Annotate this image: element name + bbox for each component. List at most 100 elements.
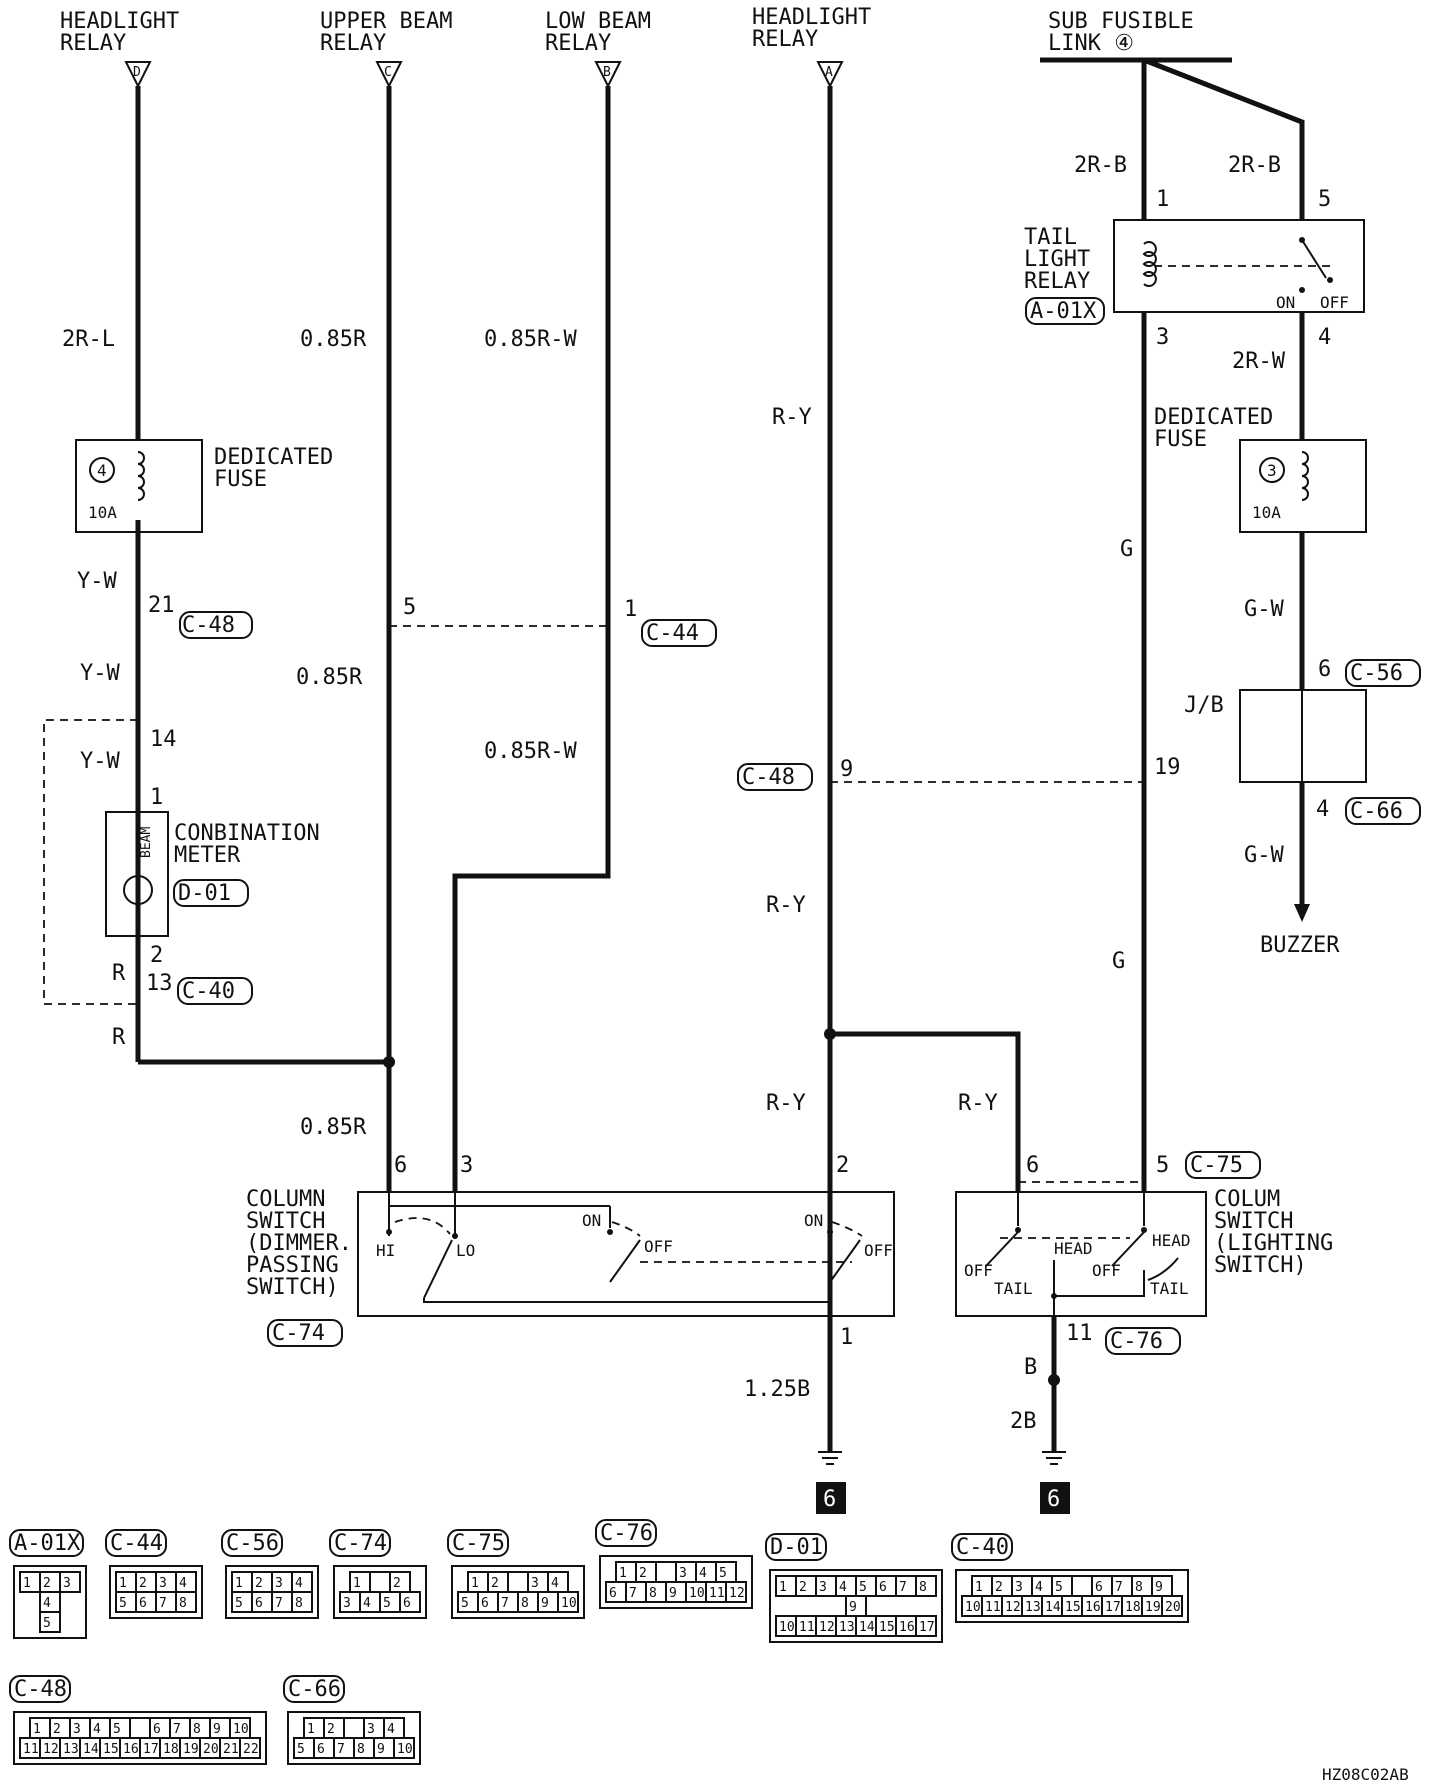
- connector-pin-number: 6: [153, 1722, 161, 1737]
- connector-pin-cell: [655, 1561, 677, 1583]
- dashed-enclosure: [43, 719, 138, 1005]
- connector-pin-number: 7: [899, 1580, 907, 1595]
- connector-pin-number: 4: [699, 1566, 707, 1581]
- connector-pin-number: 12: [1005, 1600, 1021, 1615]
- pin-label: 6: [1026, 1153, 1039, 1178]
- connector-pin-number: 4: [179, 1576, 187, 1591]
- connector-pin-number: 8: [521, 1596, 529, 1611]
- wire-column-1: [135, 86, 395, 1068]
- connector-diagram-label: C-75: [452, 1531, 505, 1556]
- connector-pin-number: 2: [393, 1576, 401, 1591]
- terminal-flag-d: D: [124, 61, 152, 89]
- svg-text:4: 4: [97, 461, 107, 480]
- pin-label: 6: [1318, 657, 1331, 682]
- svg-text:ON: ON: [804, 1211, 823, 1230]
- connector-pin-number: 5: [719, 1566, 727, 1581]
- connector-pin-number: 22: [243, 1742, 259, 1757]
- connector-pin-number: 9: [1155, 1580, 1163, 1595]
- pin-label: 4: [1318, 325, 1331, 350]
- connector-pin-number: 11: [799, 1620, 815, 1635]
- wire-label: R-Y: [772, 405, 812, 430]
- connector-pin-number: 5: [119, 1596, 127, 1611]
- connector-pin-number: 4: [551, 1576, 559, 1591]
- svg-text:HEAD: HEAD: [1152, 1231, 1191, 1250]
- dedicated-fuse-3: 3 10A: [1239, 439, 1367, 533]
- svg-text:D: D: [133, 65, 141, 80]
- wire-label: R: [112, 961, 126, 986]
- connector-pin-number: 9: [541, 1596, 549, 1611]
- connector-diagram-label: C-74: [334, 1531, 387, 1556]
- connector-diagram-label: C-40: [956, 1535, 1009, 1560]
- wire-label: 0.85R-W: [484, 739, 577, 764]
- connector-pin-cell: [1071, 1575, 1093, 1597]
- connector-pin-number: 20: [203, 1742, 219, 1757]
- connector-pin-number: 6: [255, 1596, 263, 1611]
- connector-pin-number: 2: [139, 1576, 147, 1591]
- connector-pin-number: 6: [609, 1586, 617, 1601]
- connector-pin-number: 5: [461, 1596, 469, 1611]
- ground-icon: 6: [816, 1451, 846, 1514]
- connector-pin-number: 8: [357, 1742, 365, 1757]
- connector-outline: [267, 1319, 343, 1347]
- connector-pin-number: 5: [113, 1722, 121, 1737]
- connector-pin-number: 11: [709, 1586, 725, 1601]
- svg-text:ON: ON: [1276, 293, 1295, 312]
- connector-pin-number: 13: [63, 1742, 79, 1757]
- svg-text:TAIL: TAIL: [1150, 1279, 1189, 1298]
- connector-pin-number: 10: [397, 1742, 413, 1757]
- wire-fusible-feed: [1141, 57, 1305, 220]
- connector-pin-number: 2: [639, 1566, 647, 1581]
- pin-label: 1: [150, 785, 163, 810]
- connector-pin-number: 6: [1095, 1580, 1103, 1595]
- meter-connector-label: D-01: [178, 881, 231, 906]
- dedicated-fuse-4: 4 10A: [75, 439, 203, 533]
- connector-pin-number: 3: [531, 1576, 539, 1591]
- connector-pin-number: 2: [53, 1722, 61, 1737]
- pin-label: 14: [150, 727, 177, 752]
- connector-pin-number: 8: [919, 1580, 927, 1595]
- connector-pin-cell: [239, 1737, 261, 1759]
- connector-diagram-label: A-01X: [14, 1531, 81, 1556]
- connector-pin-number: 15: [1065, 1600, 1081, 1615]
- connector-pin-number: 4: [93, 1722, 101, 1737]
- pin-label: 11: [1066, 1321, 1093, 1346]
- connector-pin-number: 7: [501, 1596, 509, 1611]
- connector-pin-number: 18: [1125, 1600, 1141, 1615]
- wire-label: 2R-L: [62, 327, 115, 352]
- pin-label: 5: [1156, 1153, 1169, 1178]
- pin-label: 6: [394, 1153, 407, 1178]
- connector-pin-cell: [343, 1717, 365, 1739]
- wire-label: 2R-W: [1232, 349, 1286, 374]
- connector-label: C-76: [1110, 1329, 1163, 1354]
- connector-pin-number: 1: [33, 1722, 41, 1737]
- wire-label: Y-W: [80, 661, 120, 686]
- connector-pin-cell: [915, 1575, 937, 1597]
- connector-pin-number: 10: [561, 1596, 577, 1611]
- lighting-switch: OFF TAIL HEAD OFF HEAD TAIL: [955, 1191, 1207, 1317]
- connector-pin-number: 1: [619, 1566, 627, 1581]
- connector-pin-number: 17: [1105, 1600, 1121, 1615]
- connector-pin-number: 5: [1055, 1580, 1063, 1595]
- connector-diagram-label: D-01: [770, 1535, 823, 1560]
- svg-text:TAIL: TAIL: [994, 1279, 1033, 1298]
- pin-label: 3: [1156, 325, 1169, 350]
- connector-label: C-40: [182, 979, 235, 1004]
- wire-label: G-W: [1244, 597, 1284, 622]
- terminal-flag-b: B: [594, 61, 622, 89]
- wire-label: 1.25B: [744, 1377, 810, 1402]
- connector-pin-number: 10: [965, 1600, 981, 1615]
- wire-label: G: [1120, 537, 1133, 562]
- connector-pin-number: 5: [235, 1596, 243, 1611]
- connector-pin-number: 6: [879, 1580, 887, 1595]
- connector-pin-cell: [291, 1591, 313, 1613]
- connector-pin-number: 2: [799, 1580, 807, 1595]
- connector-pin-number: 13: [839, 1620, 855, 1635]
- connector-pin-number: 3: [275, 1576, 283, 1591]
- terminal-flag-c: C: [375, 61, 403, 89]
